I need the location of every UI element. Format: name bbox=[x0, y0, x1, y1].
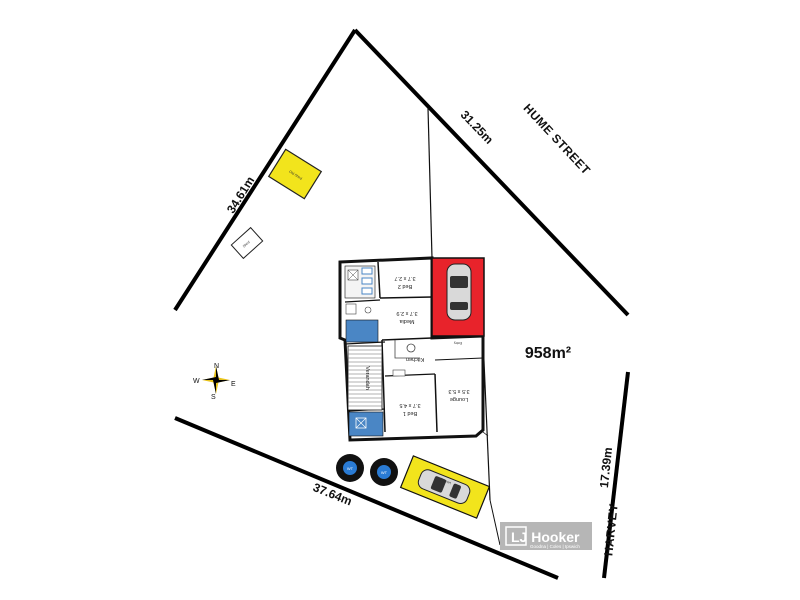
shed: Shed bbox=[230, 226, 264, 260]
agency-logo: LJ Hooker Goodna | Coles | Ipswich bbox=[500, 522, 592, 550]
old-shed: Old Shed bbox=[267, 148, 323, 200]
water-tank-2: WT bbox=[370, 458, 398, 486]
street-label-harvey: HARVEY bbox=[601, 503, 620, 557]
street-label-hume: HUME STREET bbox=[521, 101, 594, 178]
verandah-deck bbox=[347, 345, 383, 411]
site-area: 958m² bbox=[525, 345, 571, 362]
room-entry-label: Entry bbox=[454, 341, 462, 345]
carport-car-icon bbox=[417, 469, 471, 505]
carport: Carport bbox=[399, 455, 491, 519]
room-bed1-label: Bed 1 bbox=[403, 410, 417, 416]
room-media-dims: 3.7 x 2.9 bbox=[396, 310, 417, 316]
old-shed-label: Old Shed bbox=[288, 170, 303, 181]
room-bed1-dims: 3.7 x 4.5 bbox=[399, 402, 420, 408]
room-lounge-label: Lounge bbox=[450, 396, 468, 402]
agency-logo-tagline: Goodna | Coles | Ipswich bbox=[530, 544, 580, 549]
room-kitchen-label: Kitchen bbox=[406, 356, 424, 362]
bathroom bbox=[345, 319, 379, 343]
room-media-label: Media bbox=[399, 318, 415, 324]
water-tank-1: WT bbox=[336, 454, 364, 482]
garage-car-icon bbox=[446, 263, 472, 321]
house-floor-plan: Bed 2 3.7 x 2.7 Media 3.7 x 2.9 Kitchen … bbox=[338, 256, 485, 442]
room-lounge-dims: 3.5 x 5.3 bbox=[448, 388, 469, 394]
water-tank-1-label: WT bbox=[347, 466, 354, 471]
agency-logo-name: LJ Hooker bbox=[511, 529, 580, 545]
property-boundary bbox=[173, 28, 630, 580]
garage bbox=[431, 257, 485, 337]
compass-north: N bbox=[214, 363, 219, 370]
boundary-southeast-dim: 17.39m bbox=[597, 447, 615, 489]
compass-icon: N S E W bbox=[193, 363, 236, 401]
room-bed2-label: Bed 2 bbox=[398, 283, 412, 289]
compass-south: S bbox=[211, 394, 216, 401]
compass-east: E bbox=[231, 381, 236, 388]
water-tank-2-label: WT bbox=[381, 470, 388, 475]
room-bed2-dims: 3.7 x 2.7 bbox=[394, 275, 415, 281]
carport-label: Carport bbox=[439, 477, 451, 485]
shed-label: Shed bbox=[242, 240, 251, 248]
compass-west: W bbox=[193, 378, 200, 385]
room-verandah-label: Verandah bbox=[364, 366, 370, 390]
